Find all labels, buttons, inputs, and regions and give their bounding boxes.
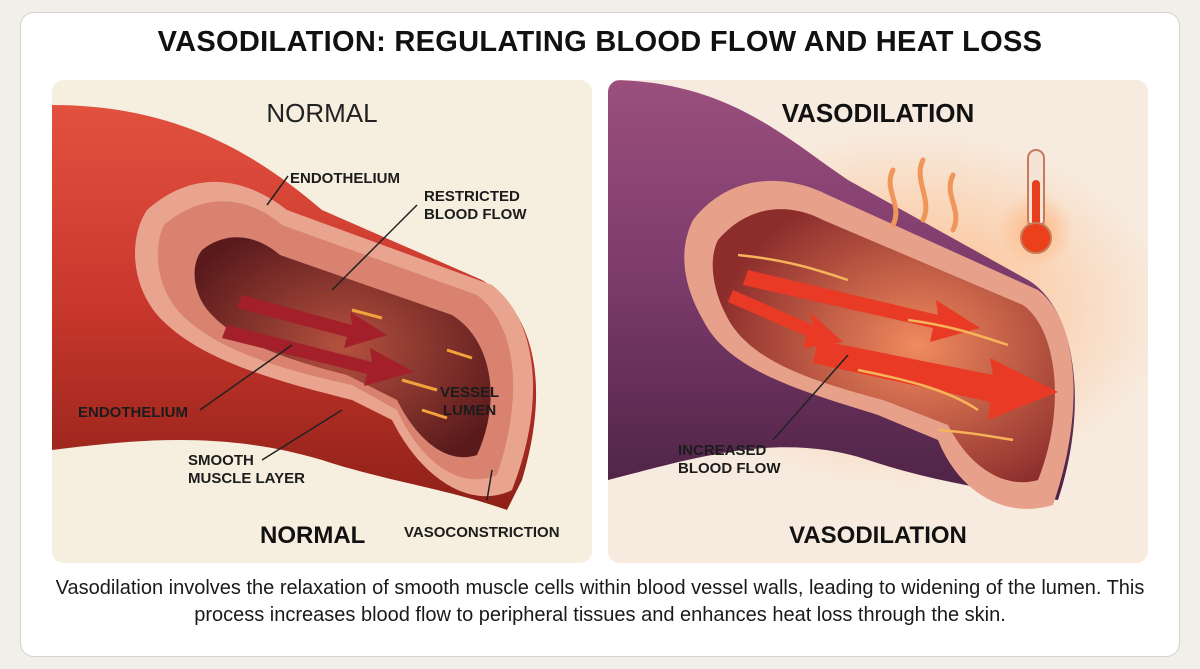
heat-wave-icon bbox=[887, 157, 959, 233]
label-vasoconstriction: VASOCONSTRICTION bbox=[404, 524, 560, 541]
flow-streaks bbox=[351, 308, 473, 420]
label-leader-lines bbox=[199, 175, 493, 501]
vessel-lumen bbox=[194, 237, 491, 458]
label-endothelium-top: ENDOTHELIUM bbox=[290, 170, 400, 187]
flow-streaks bbox=[737, 253, 1014, 442]
label-restricted-blood-flow: RESTRICTED BLOOD FLOW bbox=[424, 188, 527, 223]
normal-heading: NORMAL bbox=[266, 98, 378, 128]
figure-caption: Vasodilation involves the relaxation of … bbox=[55, 577, 1145, 626]
thermometer-icon bbox=[998, 149, 1074, 268]
vessel-lumen-widened bbox=[712, 209, 1055, 483]
label-leader-lines bbox=[772, 354, 849, 441]
increased-flow-arrows bbox=[728, 270, 1058, 420]
vasodilation-panel: VASODILATION INCREASED BLOOD FLOW VASODI… bbox=[608, 80, 1148, 563]
vasodilation-footer: VASODILATION bbox=[789, 522, 967, 549]
label-endothelium-left: ENDOTHELIUM bbox=[78, 404, 188, 421]
restricted-flow-arrows bbox=[222, 295, 414, 386]
normal-vessel-illustration bbox=[52, 105, 537, 510]
normal-panel: NORMAL ENDOTHELIUM RESTRICTED BLOOD FLOW… bbox=[52, 80, 592, 563]
normal-footer: NORMAL bbox=[260, 522, 366, 549]
label-smooth-muscle-layer: SMOOTH MUSCLE LAYER bbox=[188, 452, 305, 487]
dilated-vessel-illustration bbox=[608, 80, 1148, 509]
figure-title: VASODILATION: REGULATING BLOOD FLOW AND … bbox=[157, 26, 1043, 58]
vasodilation-heading: VASODILATION bbox=[781, 98, 975, 128]
label-vessel-lumen: VESSEL LUMEN bbox=[440, 384, 500, 419]
label-increased-blood-flow: INCREASED BLOOD FLOW bbox=[678, 442, 781, 477]
